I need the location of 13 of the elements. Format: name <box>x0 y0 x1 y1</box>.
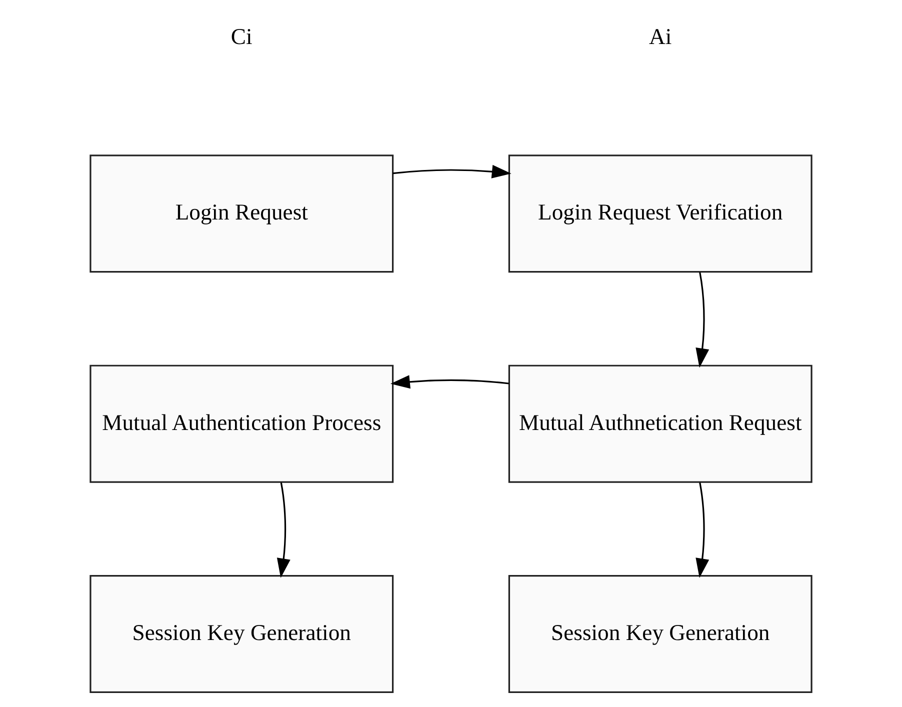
node-box: Login Request Verification <box>508 154 812 273</box>
arrow <box>696 482 710 578</box>
label: Ai <box>649 24 672 50</box>
node-box: Login Request <box>90 154 394 273</box>
node-box: Mutual Authentication Process <box>90 364 394 483</box>
arrow <box>696 272 710 368</box>
node-box: Session Key Generation <box>508 575 812 694</box>
arrow <box>392 164 512 178</box>
node-box: Mutual Authnetication Request <box>508 364 812 483</box>
node-box: Session Key Generation <box>90 575 394 694</box>
arrow <box>276 482 290 578</box>
label: Ci <box>230 24 252 50</box>
arrow <box>390 375 509 389</box>
